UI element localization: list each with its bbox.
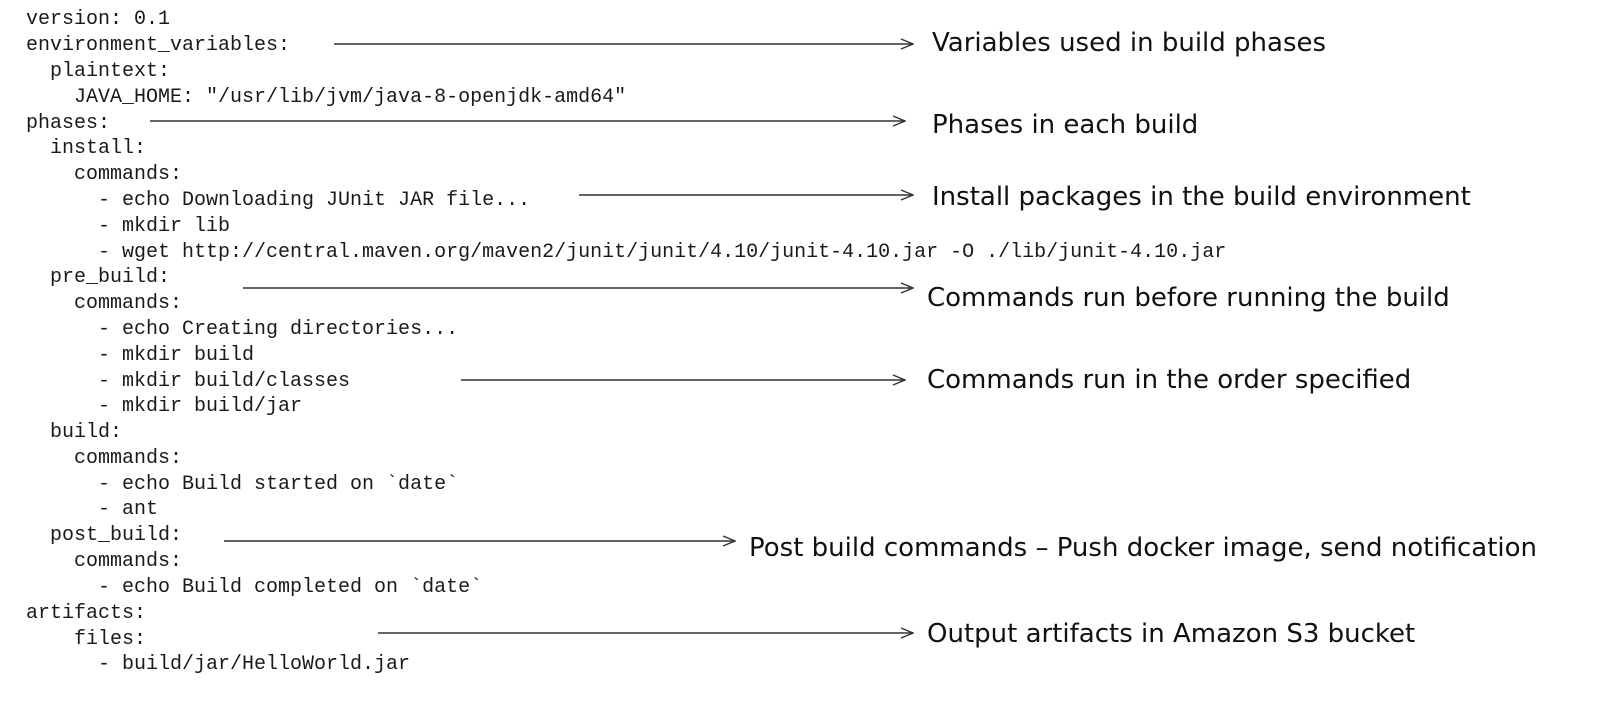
code-line: - wget http://central.maven.org/maven2/j… xyxy=(26,241,1227,264)
code-line: - mkdir build xyxy=(26,344,255,367)
code-line: build: xyxy=(26,421,123,444)
annotation-label: Install packages in the build environmen… xyxy=(932,182,1471,212)
code-line: JAVA_HOME: "/usr/lib/jvm/java-8-openjdk-… xyxy=(26,86,627,109)
annotation-label: Post build commands – Push docker image,… xyxy=(749,533,1537,563)
annotation-label: Output artifacts in Amazon S3 bucket xyxy=(927,619,1416,649)
code-line: files: xyxy=(26,628,147,651)
annotation-label: Variables used in build phases xyxy=(932,28,1327,58)
code-line: pre_build: xyxy=(26,266,171,289)
code-line: - mkdir build/classes xyxy=(26,370,351,393)
code-line: phases: xyxy=(26,112,111,135)
code-line: - mkdir lib xyxy=(26,215,231,238)
code-line: - mkdir build/jar xyxy=(26,395,303,418)
code-line: artifacts: xyxy=(26,602,147,625)
annotation-label: Commands run before running the build xyxy=(927,283,1450,313)
code-line: - echo Build started on `date` xyxy=(26,473,459,496)
code-line: plaintext: xyxy=(26,60,171,83)
code-line: post_build: xyxy=(26,524,183,547)
code-line: - echo Build completed on `date` xyxy=(26,576,483,599)
code-line: - build/jar/HelloWorld.jar xyxy=(26,653,411,676)
code-line: commands: xyxy=(26,447,183,470)
code-line: commands: xyxy=(26,550,183,573)
annotation-label: Phases in each build xyxy=(932,110,1199,140)
code-line: commands: xyxy=(26,163,183,186)
code-line: version: 0.1 xyxy=(26,8,171,31)
code-line: install: xyxy=(26,137,147,160)
annotation-label: Commands run in the order specified xyxy=(927,365,1412,395)
code-line: environment_variables: xyxy=(26,34,291,57)
code-line: - echo Downloading JUnit JAR file... xyxy=(26,189,531,212)
code-line: - ant xyxy=(26,498,159,521)
code-line: - echo Creating directories... xyxy=(26,318,459,341)
code-line: commands: xyxy=(26,292,183,315)
